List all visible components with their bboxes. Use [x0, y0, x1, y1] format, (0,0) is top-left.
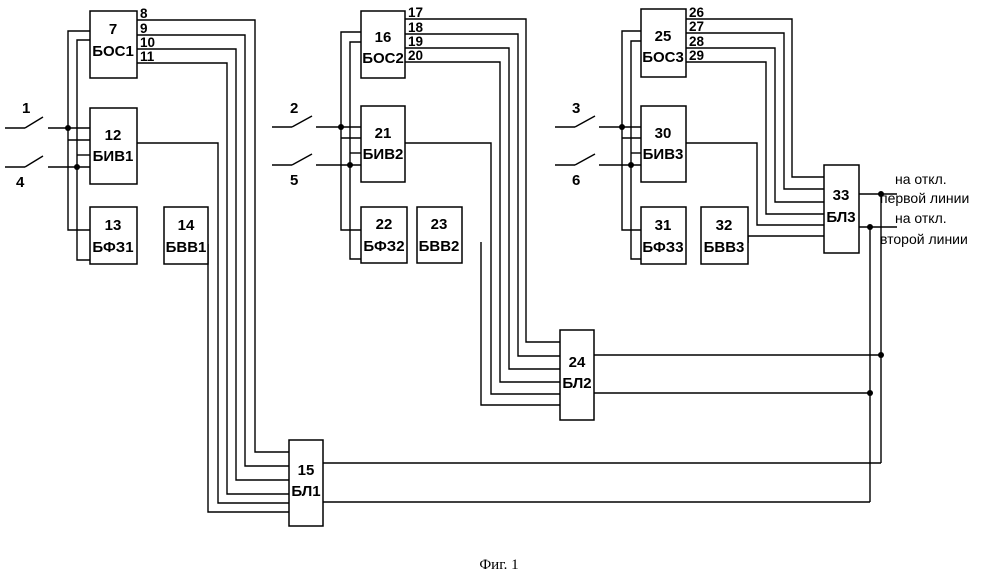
pin-19: 19	[408, 34, 423, 49]
block-25-number: 25	[655, 28, 672, 45]
pin-17: 17	[408, 5, 423, 20]
input-5-label: 5	[290, 172, 298, 189]
pin-27: 27	[689, 19, 704, 34]
block-23-name: БВВ2	[419, 238, 460, 255]
block-12-name: БИВ1	[93, 148, 134, 165]
block-22-name: БФЗ2	[363, 238, 404, 255]
block-22: 22 БФЗ2	[361, 207, 407, 263]
block-7-name: БОС1	[92, 43, 134, 60]
group-1	[5, 31, 90, 260]
block-12: 12 БИВ1	[90, 108, 137, 184]
block-32-name: БВВ3	[704, 239, 745, 256]
output-line1-label-b: первой линии	[880, 190, 969, 206]
pin-8: 8	[140, 6, 148, 21]
block-31-name: БФЗ3	[642, 239, 683, 256]
output-line2-label-a: на откл.	[895, 210, 947, 226]
block-21: 21 БИВ2	[361, 106, 405, 182]
block-23: 23 БВВ2	[417, 207, 462, 263]
pin-10: 10	[140, 35, 155, 50]
block-16-name: БОС2	[362, 50, 404, 67]
block-33-name: БЛ3	[826, 209, 855, 226]
block-24-name: БЛ2	[562, 375, 591, 392]
block-25-name: БОС3	[642, 49, 684, 66]
block-32: 32 БВВ3	[701, 207, 748, 264]
wires-to-bl1	[137, 20, 289, 512]
block-13-number: 13	[105, 217, 122, 234]
block-21-name: БИВ2	[363, 146, 404, 163]
block-32-number: 32	[716, 217, 733, 234]
input-1-label: 1	[22, 100, 30, 117]
block-15-name: БЛ1	[291, 483, 320, 500]
block-31: 31 БФЗ3	[641, 207, 686, 264]
block-24: 24 БЛ2	[560, 330, 594, 420]
output-line1-label-a: на откл.	[895, 171, 947, 187]
block-14: 14 БВВ1	[164, 207, 208, 264]
block-15: 15 БЛ1	[289, 440, 323, 526]
input-6-label: 6	[572, 172, 580, 189]
block-23-number: 23	[431, 216, 448, 233]
pin-26: 26	[689, 5, 705, 20]
block-22-number: 22	[376, 216, 393, 233]
pin-9: 9	[140, 21, 148, 36]
pin-11: 11	[140, 49, 155, 64]
output-line2-label-b: второй линии	[880, 231, 968, 247]
block-25: 25 БОС3	[641, 9, 686, 77]
input-4-label: 4	[16, 174, 25, 191]
block-33-number: 33	[833, 187, 850, 204]
block-33: 33 БЛ3	[824, 165, 859, 253]
block-14-name: БВВ1	[166, 239, 207, 256]
block-16: 16 БОС2	[361, 11, 405, 78]
output-bus	[323, 191, 897, 502]
block-30: 30 БИВ3	[641, 106, 686, 182]
output-labels: на откл. первой линии на откл. второй ли…	[880, 171, 969, 247]
block-15-number: 15	[298, 462, 315, 479]
block-7: 7 БОС1	[90, 11, 137, 78]
input-2-label: 2	[290, 100, 298, 117]
block-7-number: 7	[109, 21, 117, 38]
pin-29: 29	[689, 48, 704, 63]
block-14-number: 14	[178, 217, 195, 234]
block-16-number: 16	[375, 29, 392, 46]
block-30-number: 30	[655, 125, 672, 142]
block-24-number: 24	[569, 354, 586, 371]
pin-18: 18	[408, 20, 424, 35]
figure-caption: Фиг. 1	[479, 557, 518, 573]
block-12-number: 12	[105, 127, 122, 144]
group-3	[555, 31, 641, 259]
pin-28: 28	[689, 34, 705, 49]
block-21-number: 21	[375, 125, 392, 142]
group-2	[272, 32, 361, 259]
input-3-label: 3	[572, 100, 580, 117]
block-13-name: БФЗ1	[92, 239, 133, 256]
block-31-number: 31	[655, 217, 672, 234]
block-13: 13 БФЗ1	[90, 207, 137, 264]
pin-20: 20	[408, 48, 423, 63]
block-30-name: БИВ3	[643, 146, 684, 163]
